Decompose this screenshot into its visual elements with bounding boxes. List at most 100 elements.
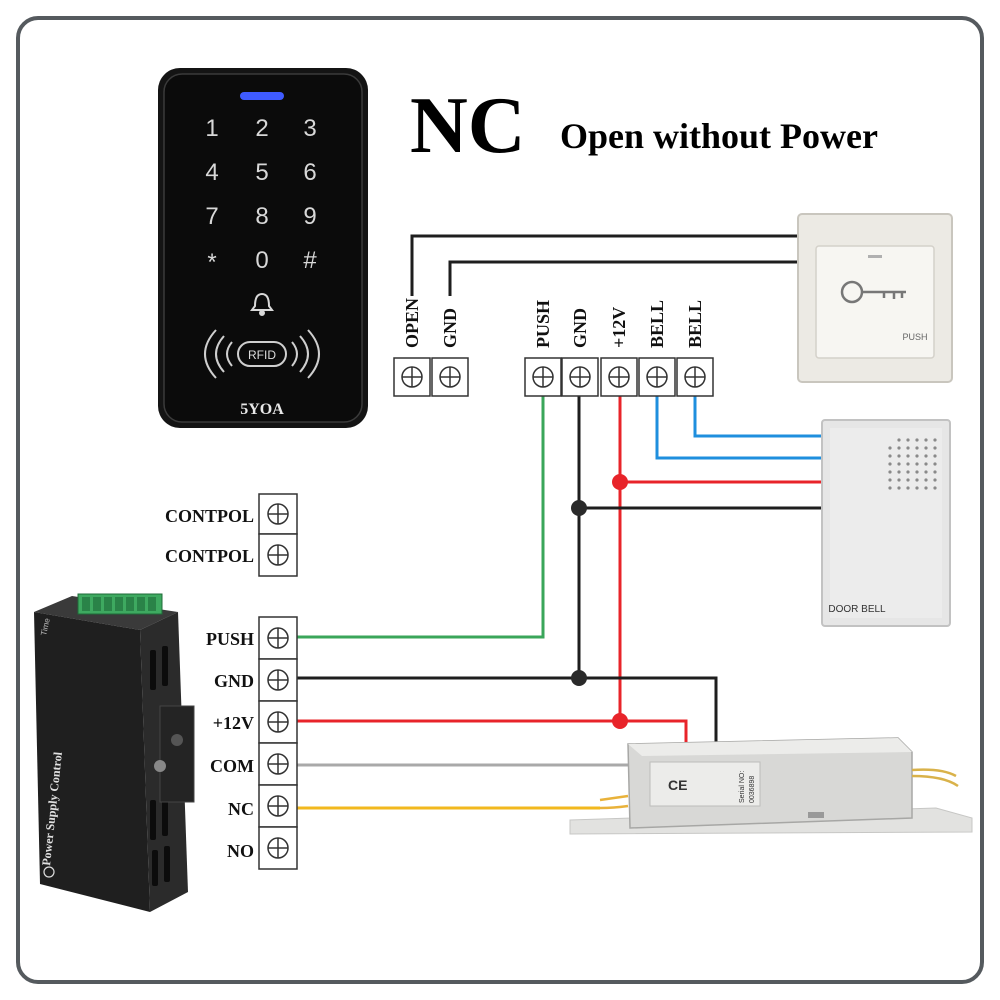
grille-dot xyxy=(897,446,901,450)
psu-terminal-contpol-2[interactable]: CONTPOL xyxy=(165,533,298,577)
psu-label-push: PUSH xyxy=(206,629,254,649)
grille-dot xyxy=(888,462,892,466)
grille-dot xyxy=(906,446,910,450)
key-star[interactable]: * xyxy=(207,249,216,276)
key-4[interactable]: 4 xyxy=(205,159,218,186)
grille-dot xyxy=(924,486,928,490)
key-6[interactable]: 6 xyxy=(303,159,316,186)
grille-dot xyxy=(906,438,910,442)
junction-black-psu xyxy=(571,670,587,686)
grille-dot xyxy=(897,462,901,466)
exit-button-label: PUSH xyxy=(902,332,927,342)
grille-dot xyxy=(888,486,892,490)
key-hash[interactable]: # xyxy=(303,247,317,274)
grille-dot xyxy=(933,462,937,466)
junction-black-bell xyxy=(571,500,587,516)
key-7[interactable]: 7 xyxy=(205,203,218,230)
grille-dot xyxy=(897,454,901,458)
terminal-12v[interactable]: +12V xyxy=(600,307,638,397)
terminal-gnd-exit[interactable]: GND xyxy=(431,308,469,397)
grille-dot xyxy=(888,446,892,450)
terminal-label-push: PUSH xyxy=(533,300,553,348)
wire-push xyxy=(297,396,545,639)
speaker-grille xyxy=(888,438,937,490)
grille-dot xyxy=(933,438,937,442)
door-bell: DOOR BELL xyxy=(821,419,951,627)
terminal-label-bell-2: BELL xyxy=(685,300,705,348)
terminal-bell-2[interactable]: BELL xyxy=(676,300,714,397)
lock-serial: Serial NO: xyxy=(739,771,746,803)
exit-button: PUSH xyxy=(797,213,953,383)
grille-dot xyxy=(915,478,919,482)
grille-dot xyxy=(915,438,919,442)
key-0[interactable]: 0 xyxy=(255,247,268,274)
key-5[interactable]: 5 xyxy=(255,159,268,186)
terminal-label-gnd-exit: GND xyxy=(440,308,460,348)
key-icon xyxy=(840,280,906,304)
rfid-keypad: 1 2 3 4 5 6 7 8 9 * 0 # RFID 5YOA xyxy=(158,68,368,428)
wires xyxy=(297,234,822,810)
grille-dot xyxy=(906,470,910,474)
psu-label-12v: +12V xyxy=(213,713,254,733)
junction-red-bell xyxy=(612,474,628,490)
wire-12v-psu xyxy=(297,719,688,748)
power-supply-unit: Time Power Supply Control xyxy=(34,593,195,912)
psu-terminal-contpol-1[interactable]: CONTPOL xyxy=(165,493,298,535)
terminal-label-12v: +12V xyxy=(609,307,629,348)
wire-bell-1 xyxy=(655,396,822,460)
psu-terminal-push[interactable]: PUSH xyxy=(206,616,298,660)
key-8[interactable]: 8 xyxy=(255,203,268,230)
grille-dot xyxy=(933,454,937,458)
junction-red-psu xyxy=(612,713,628,729)
keypad-brand: 5YOA xyxy=(240,401,284,418)
grille-dot xyxy=(915,462,919,466)
wire-gnd-exit xyxy=(448,260,800,296)
keypad-keys: 1 2 3 4 5 6 7 8 9 * 0 # xyxy=(205,115,317,276)
terminal-bell-1[interactable]: BELL xyxy=(638,300,676,397)
terminal-push[interactable]: PUSH xyxy=(524,300,562,397)
lock-ce-mark: CE xyxy=(668,777,687,793)
grille-dot xyxy=(924,446,928,450)
grille-dot xyxy=(915,454,919,458)
grille-dot xyxy=(915,446,919,450)
psu-bracket xyxy=(159,705,195,803)
title-subtitle: Open without Power xyxy=(560,116,878,156)
terminal-open[interactable]: OPEN xyxy=(393,298,431,397)
grille-dot xyxy=(933,486,937,490)
terminal-gnd[interactable]: GND xyxy=(561,308,599,397)
wire-gnd-psu xyxy=(297,676,718,748)
psu-label-nc: NC xyxy=(228,799,254,819)
psu-terminal-no[interactable]: NO xyxy=(227,826,298,870)
rfid-label: RFID xyxy=(248,348,276,362)
psu-terminal-block: CONTPOL CONTPOL PUSH GND +12V xyxy=(165,493,298,870)
grille-dot xyxy=(906,478,910,482)
lock-serial-prefix: Serial NO: xyxy=(739,771,746,803)
key-2[interactable]: 2 xyxy=(255,115,268,142)
key-1[interactable]: 1 xyxy=(205,115,218,142)
lock-serial-number: 0036898 xyxy=(749,776,756,803)
psu-screw xyxy=(154,760,166,772)
psu-terminal-gnd[interactable]: GND xyxy=(214,658,298,702)
door-bell-label: DOOR BELL xyxy=(828,604,886,615)
title-nc: NC xyxy=(410,82,526,170)
psu-terminal-com[interactable]: COM xyxy=(210,742,298,786)
psu-terminal-12v[interactable]: +12V xyxy=(213,700,298,744)
grille-dot xyxy=(933,446,937,450)
grille-dot xyxy=(906,454,910,458)
psu-terminal-nc[interactable]: NC xyxy=(228,784,298,828)
key-3[interactable]: 3 xyxy=(303,115,316,142)
wire-open-exit xyxy=(410,234,800,296)
terminal-label-gnd: GND xyxy=(570,308,590,348)
grille-dot xyxy=(888,470,892,474)
psu-connector xyxy=(77,593,163,615)
key-9[interactable]: 9 xyxy=(303,203,316,230)
psu-logo-icon xyxy=(43,866,55,878)
psu-side-text: Time xyxy=(39,617,52,637)
junctions xyxy=(571,474,628,729)
electric-lock: CE Serial NO: 0036898 xyxy=(569,737,973,835)
keypad-terminal-block: OPEN GND PUSH GND +12V xyxy=(393,298,714,397)
bell-key-icon[interactable] xyxy=(250,292,274,316)
frame-border xyxy=(16,16,984,984)
